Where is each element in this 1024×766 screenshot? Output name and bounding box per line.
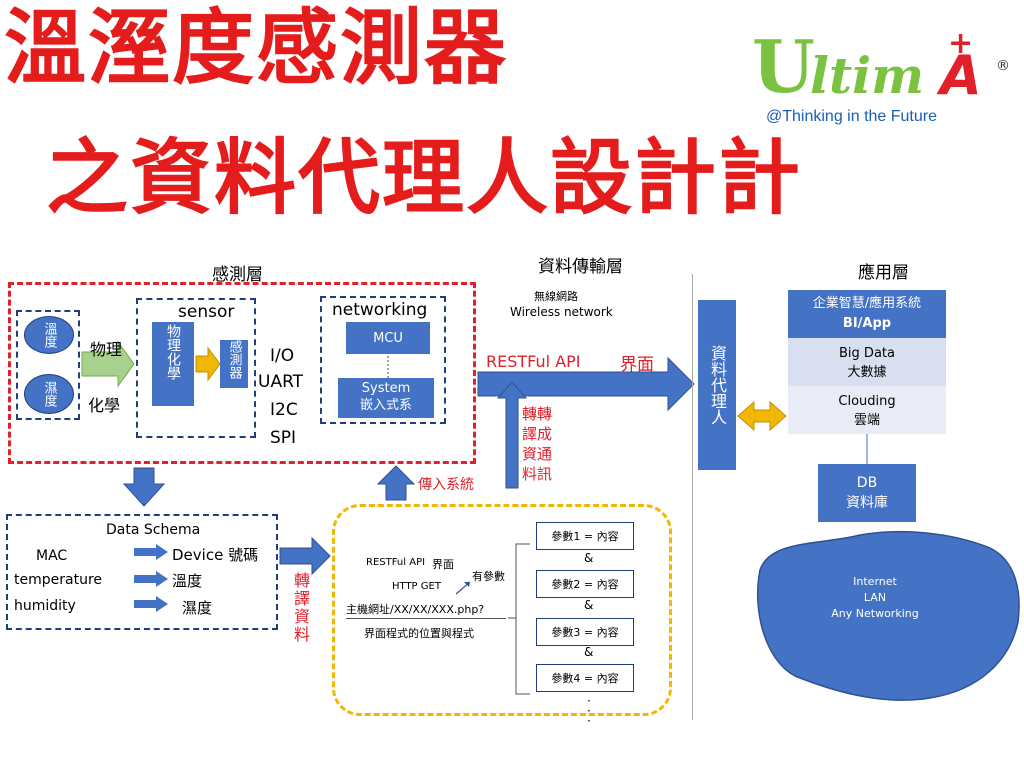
app-bi-row: 企業智慧/應用系統 BI/App — [788, 290, 946, 338]
app-bi-line1: 企業智慧/應用系統 — [812, 296, 922, 311]
param-box-3: 參數3 = 內容 — [536, 618, 634, 646]
db-block: DB 資料庫 — [818, 464, 916, 522]
cloud-line2: LAN — [863, 591, 887, 604]
app-bigdata-line1: Big Data — [839, 346, 895, 361]
system-label-en: System — [361, 381, 411, 396]
app-bigdata-line2: 大數據 — [847, 365, 887, 380]
sensor-elements-box — [16, 310, 80, 420]
param-label-4: 參數4 = 內容 — [551, 672, 619, 685]
schema-title: Data Schema — [106, 522, 201, 538]
translate-text: 轉轉 譯成 資通 料訊 — [522, 404, 552, 484]
title-line-2: 之資料代理人設計計 — [46, 131, 803, 226]
logo-u: U — [752, 24, 815, 109]
wireless-en: Wireless network — [510, 305, 613, 319]
sensor-box — [136, 298, 256, 438]
ultima-logo: U ltim + A ® @Thinking in the Future — [752, 20, 1012, 130]
sense-device-label: 感測器 — [226, 340, 242, 379]
app-cloud-row: Clouding 雲端 — [788, 386, 946, 434]
sensing-layer-box — [8, 282, 476, 464]
translate-row-2: 譯成 — [522, 425, 553, 443]
mcu-block: MCU — [346, 322, 430, 354]
request-has-params: 有參數 — [472, 570, 505, 583]
app-bi-line2: BI/App — [842, 316, 892, 331]
param-label-3: 參數3 = 內容 — [551, 626, 619, 639]
data-schema-box — [6, 514, 278, 630]
translate-row-3: 資通 — [522, 445, 553, 463]
humid-node-label: 濕度 — [41, 381, 57, 407]
amp-1: & — [584, 551, 594, 565]
layer-sensing-label: 感測層 — [212, 265, 263, 285]
restful-interface-label: 界面 — [620, 355, 654, 375]
logo-plus: + — [948, 26, 974, 61]
param-ellipsis: ··· — [587, 694, 591, 728]
app-cloud-line1: Clouding — [838, 394, 896, 409]
convert-label: 轉譯資料 — [291, 572, 310, 644]
app-bigdata-row: Big Data 大數據 — [788, 338, 946, 386]
sense-device-block: 感測器 — [220, 340, 248, 388]
network-cloud-text: Internet LAN Any Networking — [820, 574, 930, 622]
logo-ltim: ltim — [810, 46, 924, 105]
layer-transport-label: 資料傳輸層 — [538, 257, 623, 277]
data-agent-label: 資料代理人 — [708, 345, 727, 425]
uart-label: UART — [258, 372, 304, 392]
schema-device: Device 號碼 — [172, 546, 259, 564]
sensor-label: sensor — [178, 302, 235, 322]
param-box-1: 參數1 = 內容 — [536, 522, 634, 550]
param-label-2: 參數2 = 內容 — [551, 578, 619, 591]
system-label-cn: 嵌入式系 — [359, 398, 412, 413]
request-caption: 界面程式的位置與程式 — [364, 627, 474, 640]
schema-humidity: humidity — [14, 598, 76, 614]
request-interface: 界面 — [432, 558, 454, 571]
request-method: HTTP GET — [392, 581, 441, 592]
request-api: RESTFul API — [366, 557, 426, 568]
param-box-2: 參數2 = 內容 — [536, 570, 634, 598]
schema-down-arrow — [122, 467, 166, 507]
logo-registered: ® — [996, 58, 1010, 74]
param-box-4: 參數4 = 內容 — [536, 664, 634, 692]
chemical-label: 化學 — [88, 396, 121, 415]
phys-chem-label: 物理化學 — [165, 324, 181, 380]
translate-row-1: 轉轉 — [522, 405, 553, 423]
temp-node: 溫度 — [24, 316, 74, 354]
amp-2: & — [584, 598, 594, 612]
request-url-underline — [346, 618, 506, 619]
schema-humid-cn: 濕度 — [182, 599, 213, 617]
cloud-line1: Internet — [853, 575, 897, 588]
request-box — [332, 504, 672, 716]
amp-3: & — [584, 645, 594, 659]
schema-temp-cn: 溫度 — [172, 572, 203, 590]
logo-a: A — [940, 44, 982, 107]
mcu-label: MCU — [373, 330, 403, 346]
db-line1: DB — [856, 475, 878, 491]
request-url: 主機網址/XX/XX/XXX.php? — [346, 603, 485, 616]
humid-node: 濕度 — [24, 374, 74, 414]
title-line-1: 溫溼度感測器 — [4, 1, 509, 96]
physical-label: 物理 — [90, 340, 123, 359]
param-label-1: 參數1 = 內容 — [551, 530, 619, 543]
cloud-line3: Any Networking — [831, 607, 919, 620]
layer-application-label: 應用層 — [858, 263, 909, 283]
logo-slogan: @Thinking in the Future — [766, 108, 937, 125]
app-cloud-line2: 雲端 — [853, 413, 880, 428]
restful-api-label: RESTFul API — [486, 352, 581, 371]
networking-label: networking — [332, 300, 428, 320]
schema-mac: MAC — [36, 548, 68, 564]
translate-row-4: 料訊 — [522, 465, 553, 483]
layer-separator — [692, 274, 693, 720]
temp-node-label: 溫度 — [41, 322, 57, 348]
convert-arrow — [279, 536, 331, 576]
spi-label: SPI — [270, 428, 297, 448]
system-block: System 嵌入式系 — [338, 378, 434, 418]
wireless-cn: 無線網路 — [534, 290, 578, 303]
networking-box — [320, 296, 446, 424]
db-line2: 資料庫 — [846, 495, 888, 511]
upload-label: 傳入系統 — [418, 477, 474, 493]
i2c-label: I2C — [270, 400, 298, 420]
io-label: I/O — [270, 346, 295, 366]
data-agent-block: 資料代理人 — [698, 300, 736, 470]
schema-temperature: temperature — [14, 572, 102, 588]
phys-chem-block: 物理化學 — [152, 322, 194, 406]
upload-up-arrow — [376, 465, 416, 501]
double-arrow — [737, 400, 787, 432]
